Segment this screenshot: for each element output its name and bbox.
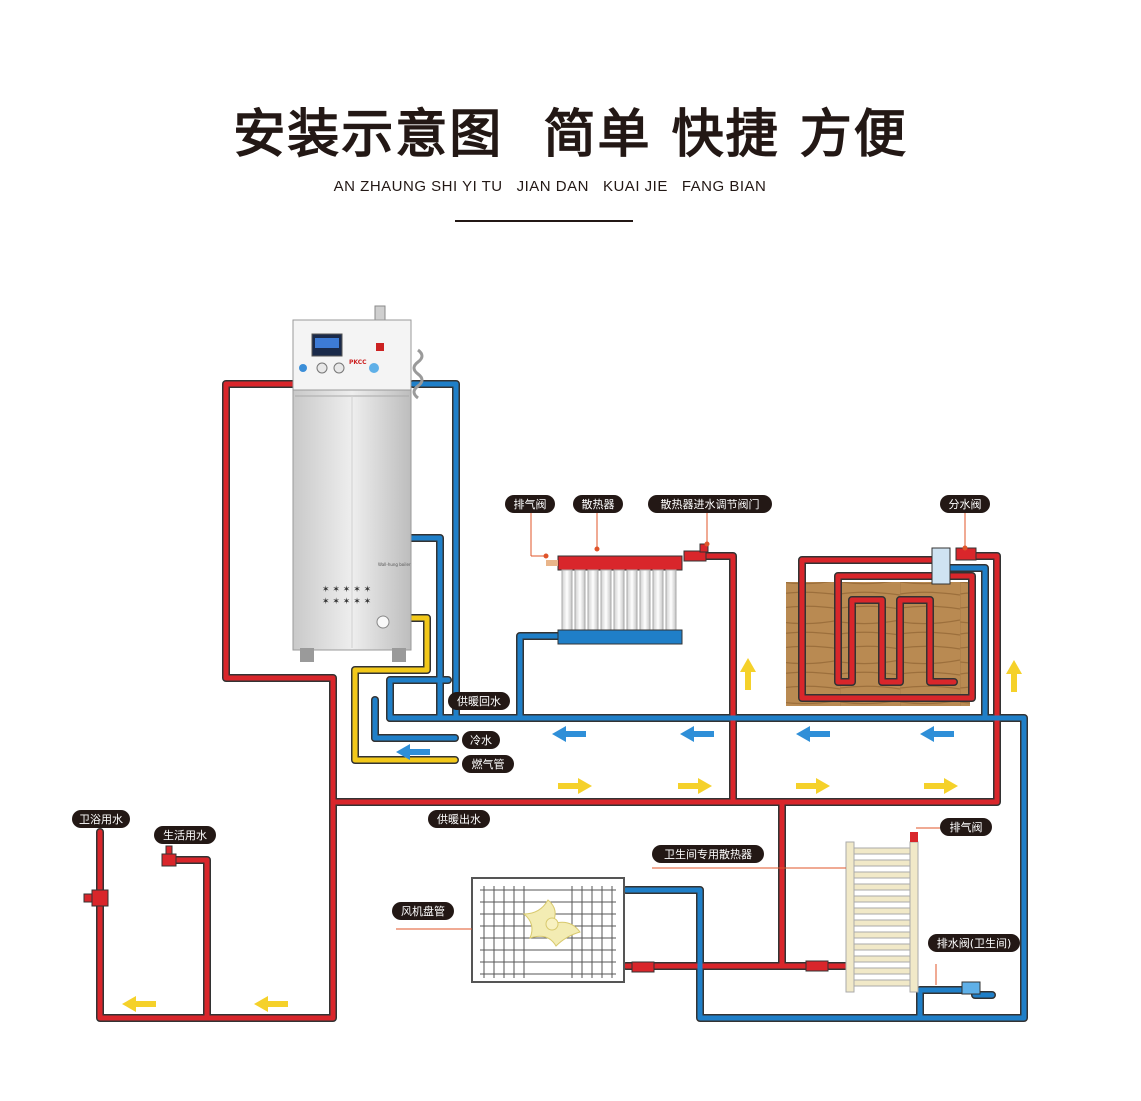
boiler-brand: PKCC <box>349 359 367 366</box>
arrow-right-icon <box>796 778 830 794</box>
valve-icon <box>805 960 829 972</box>
arrow-up-icon <box>1006 660 1022 692</box>
label-radiator-inlet-valve: 散热器进水调节阀门 <box>648 495 772 513</box>
pipe-network <box>96 380 1028 1022</box>
arrow-right-icon <box>678 778 712 794</box>
label-gas-pipe: 燃气管 <box>462 755 514 773</box>
svg-text:散热器: 散热器 <box>582 497 615 511</box>
svg-text:风机盘管: 风机盘管 <box>401 904 445 918</box>
label-bath-water: 卫浴用水 <box>72 810 130 828</box>
radiator <box>546 543 709 645</box>
arrow-left-icon <box>796 726 830 742</box>
title-underline <box>455 220 633 222</box>
label-vent-valve-top: 排气阀 <box>505 495 555 513</box>
valve-icon <box>631 961 655 973</box>
arrow-left-icon <box>920 726 954 742</box>
vent-valve-icon <box>910 832 918 842</box>
label-manifold: 分水阀 <box>940 495 990 513</box>
arrow-left-icon <box>552 726 586 742</box>
towel-radiator <box>805 832 981 995</box>
arrow-left-icon <box>122 996 156 1012</box>
vent-valve-icon <box>546 560 558 566</box>
svg-text:✶ ✶ ✶ ✶ ✶: ✶ ✶ ✶ ✶ ✶ <box>322 585 371 595</box>
svg-text:分水阀: 分水阀 <box>949 497 982 511</box>
label-bathroom-radiator: 卫生间专用散热器 <box>652 845 764 863</box>
svg-text:排水阀(卫生间): 排水阀(卫生间) <box>937 936 1012 950</box>
flow-arrows <box>122 658 1022 1012</box>
fan-coil-unit <box>471 877 655 983</box>
floor-heating-coil <box>786 547 977 706</box>
label-fan-coil: 风机盘管 <box>392 902 454 920</box>
boiler-unit: PKCC Wall-hung boiler ✶ ✶ ✶ ✶ ✶ ✶ ✶ ✶ ✶ … <box>292 305 424 662</box>
arrow-up-icon <box>740 658 756 690</box>
label-heating-supply: 供暖出水 <box>428 810 490 828</box>
label-cold-water: 冷水 <box>462 731 500 749</box>
label-drain-valve: 排水阀(卫生间) <box>928 934 1020 952</box>
svg-text:冷水: 冷水 <box>470 734 492 747</box>
svg-text:排气阀: 排气阀 <box>950 820 983 834</box>
label-heating-return: 供暖回水 <box>448 692 510 710</box>
label-radiator: 散热器 <box>573 495 623 513</box>
svg-text:燃气管: 燃气管 <box>472 757 505 771</box>
svg-text:生活用水: 生活用水 <box>163 828 207 842</box>
svg-text:供暖回水: 供暖回水 <box>457 694 501 708</box>
svg-text:✶ ✶ ✶ ✶ ✶: ✶ ✶ ✶ ✶ ✶ <box>322 597 371 607</box>
manifold-icon <box>931 547 951 585</box>
page-title: 安装示意图 简单 快捷 方便 <box>233 105 908 165</box>
arrow-right-icon <box>558 778 592 794</box>
page-subtitle: AN ZHAUNG SHI YI TU JIAN DAN KUAI JIE FA… <box>333 178 767 195</box>
svg-text:卫生间专用散热器: 卫生间专用散热器 <box>664 847 752 861</box>
svg-text:供暖出水: 供暖出水 <box>437 812 481 826</box>
boiler-rating-plate: Wall-hung boiler <box>378 562 411 567</box>
drain-valve-icon <box>961 981 981 995</box>
label-vent-valve-bathroom: 排气阀 <box>940 818 992 836</box>
svg-text:卫浴用水: 卫浴用水 <box>79 813 123 826</box>
svg-text:排气阀: 排气阀 <box>514 497 547 511</box>
svg-text:散热器进水调节阀门: 散热器进水调节阀门 <box>661 497 760 511</box>
label-domestic-water: 生活用水 <box>154 826 216 844</box>
arrow-left-icon <box>680 726 714 742</box>
valve-icon <box>683 550 707 562</box>
leader-lines <box>396 512 968 985</box>
arrow-right-icon <box>924 778 958 794</box>
labels: 排气阀 散热器 散热器进水调节阀门 分水阀 供暖回水 冷水 燃气管 供暖出水 <box>72 495 1020 952</box>
domestic-water-valves <box>83 845 177 907</box>
arrow-left-icon <box>396 744 430 760</box>
arrow-left-icon <box>254 996 288 1012</box>
